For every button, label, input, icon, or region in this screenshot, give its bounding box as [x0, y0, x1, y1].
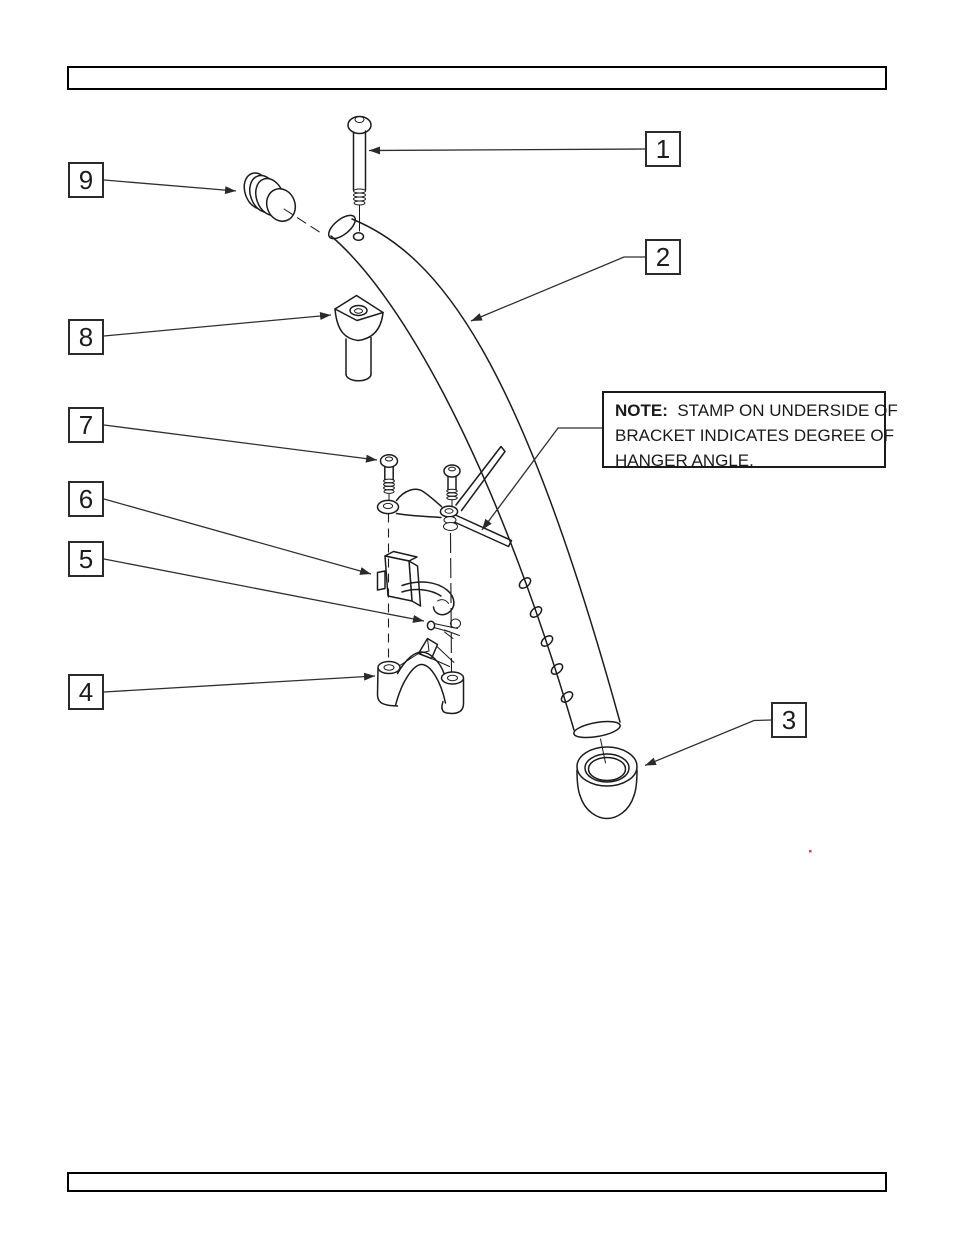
callout-3-number: 3 [781, 705, 797, 735]
leader-line-1 [368, 146, 646, 155]
callout-2: 2 [645, 239, 681, 275]
note-label: NOTE: [615, 401, 668, 420]
callout-6-number: 6 [78, 484, 94, 514]
callout-8: 8 [68, 319, 104, 355]
callout-5: 5 [68, 541, 104, 577]
callout-9: 9 [68, 162, 104, 198]
mounting-screw-right [443, 464, 461, 508]
mounting-screw-left [379, 453, 399, 507]
note-leader-line [481, 427, 602, 531]
leader-line-3 [644, 719, 772, 767]
retainer-pin [426, 620, 460, 639]
footer-bar [67, 1172, 887, 1192]
callout-4: 4 [68, 674, 104, 710]
callout-9-number: 9 [78, 165, 94, 195]
leader-line-6 [103, 498, 372, 575]
red-marker-dot [809, 850, 812, 853]
callout-7: 7 [68, 407, 104, 443]
leader-line-7 [103, 424, 378, 463]
note-line-1: NOTE: STAMP ON UNDERSIDE OF [615, 398, 898, 423]
plug-alignment-dashed-line [283, 208, 322, 234]
latch-arm [401, 581, 461, 629]
leader-lines [103, 146, 772, 767]
pivot-bushing [576, 738, 638, 820]
leader-line-2 [470, 256, 645, 322]
callout-1: 1 [645, 131, 681, 167]
leader-line-9 [103, 179, 237, 195]
tube-plug [243, 172, 322, 234]
callout-2-number: 2 [655, 242, 671, 272]
leader-line-8 [103, 312, 332, 337]
callout-8-number: 8 [78, 322, 94, 352]
note-line-3: HANGER ANGLE. [615, 451, 754, 470]
note-line-1-text: STAMP ON UNDERSIDE OF [667, 401, 898, 420]
clamp-wedge [417, 637, 439, 660]
callout-3: 3 [771, 702, 807, 738]
tube-adjustment-holes [518, 577, 574, 703]
hanger-tube [327, 214, 621, 739]
header-bar [67, 66, 887, 90]
saddle-clamp [376, 637, 465, 715]
socket-bolt [347, 115, 372, 232]
callout-5-number: 5 [78, 544, 94, 574]
callout-4-number: 4 [78, 677, 94, 707]
callout-1-number: 1 [655, 134, 671, 164]
callout-6: 6 [68, 481, 104, 517]
callout-7-number: 7 [78, 410, 94, 440]
note-box: NOTE: STAMP ON UNDERSIDE OF BRACKET INDI… [602, 391, 898, 470]
saddle-spacer [334, 294, 384, 382]
leader-line-5 [103, 558, 425, 623]
center-lines [387, 513, 453, 672]
note-line-2: BRACKET INDICATES DEGREE OF [615, 426, 894, 445]
bracket-washer-ends [376, 499, 459, 531]
spacer-block [376, 550, 422, 607]
leader-line-4 [103, 672, 376, 693]
